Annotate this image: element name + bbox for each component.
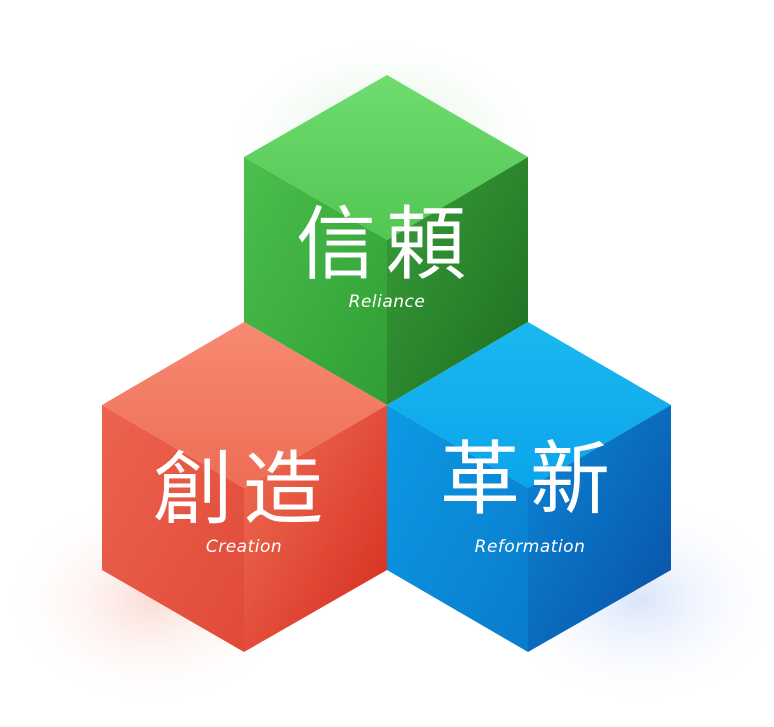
creation-kanji-label: 創造 (153, 443, 333, 536)
reliance-kanji-label: 信頼 (296, 198, 476, 291)
reliance-english-label: Reliance (349, 292, 426, 312)
creation-english-label: Creation (206, 537, 282, 557)
reformation-english-label: Reformation (475, 537, 586, 557)
reformation-kanji-label: 革新 (440, 433, 620, 526)
